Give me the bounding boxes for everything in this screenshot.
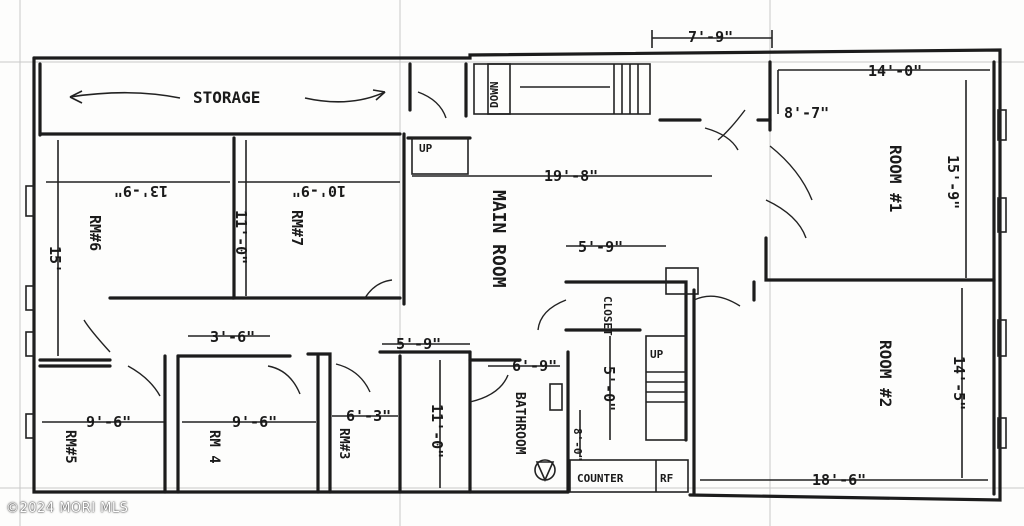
label-counter: COUNTER — [577, 472, 624, 485]
label-rm3: RM#3 — [336, 428, 351, 459]
rooms-3-4-5 — [38, 343, 472, 494]
main-room — [402, 109, 746, 306]
dim-top-stair — [651, 30, 773, 48]
dim-text-bath-small: 8'-0" — [571, 428, 584, 461]
dim-text-room1-width: 14'-0" — [868, 62, 922, 80]
label-rm7: RM#7 — [288, 210, 306, 246]
dim-text-bath-height: 5'-0" — [600, 366, 618, 411]
dim-text-room1-height: 15'-9" — [944, 155, 962, 209]
label-stairs-down: DOWN — [488, 82, 501, 109]
bath-closet-area — [468, 267, 699, 494]
label-rm4: RM 4 — [206, 430, 222, 464]
room-1 — [756, 60, 996, 282]
label-room-2: ROOM #2 — [876, 340, 895, 407]
stairs-down — [473, 63, 651, 115]
label-main-room: MAIN ROOM — [488, 190, 509, 288]
label-bathroom: BATHROOM — [512, 392, 527, 455]
rooms-6-7 — [38, 136, 402, 362]
windows-right — [25, 109, 1007, 449]
dim-text-rm3-height: 11'-0" — [428, 404, 446, 458]
dim-text-top-stair: 7'-9" — [688, 28, 733, 46]
storage-room — [38, 62, 468, 136]
dim-text-rm5-width: 9'-6" — [86, 413, 131, 431]
dim-text-rm3-width: 6'-3" — [346, 407, 391, 425]
dim-text-rm7-width: 10'-9" — [292, 182, 346, 200]
dim-text-bath-width: 6'-9" — [512, 357, 557, 375]
label-rm5: RM#5 — [62, 430, 78, 464]
dim-text-hall-right: 8'-7" — [784, 104, 829, 122]
dim-text-small-hall: 5'-9" — [396, 335, 441, 353]
label-room-1: ROOM #1 — [886, 145, 905, 212]
label-stairs-up-top: UP — [419, 142, 433, 155]
label-stairs-up-lower: UP — [650, 348, 664, 361]
dim-text-room2-height: 14'-5" — [950, 356, 968, 410]
copyright-watermark: ©2024 MORI MLS — [6, 501, 129, 516]
dim-text-rm6-height: 15' — [46, 246, 64, 273]
dim-text-rm7-height: 11'-0" — [232, 210, 250, 264]
label-rf: RF — [660, 472, 673, 485]
dim-text-room2-width: 18'-6" — [812, 471, 866, 489]
dim-text-closet-width: 5'-9" — [578, 238, 623, 256]
dim-text-rm6-width: 13'-9" — [114, 182, 168, 200]
dim-text-hall-left: 3'-6" — [210, 328, 255, 346]
label-rm6: RM#6 — [86, 215, 104, 251]
label-closet: CLOSET — [601, 296, 614, 336]
label-storage: STORAGE — [193, 88, 260, 107]
dim-text-main-width: 19'-8" — [544, 167, 598, 185]
room-2 — [692, 280, 988, 496]
dim-text-rm4-width: 9'-6" — [232, 413, 277, 431]
